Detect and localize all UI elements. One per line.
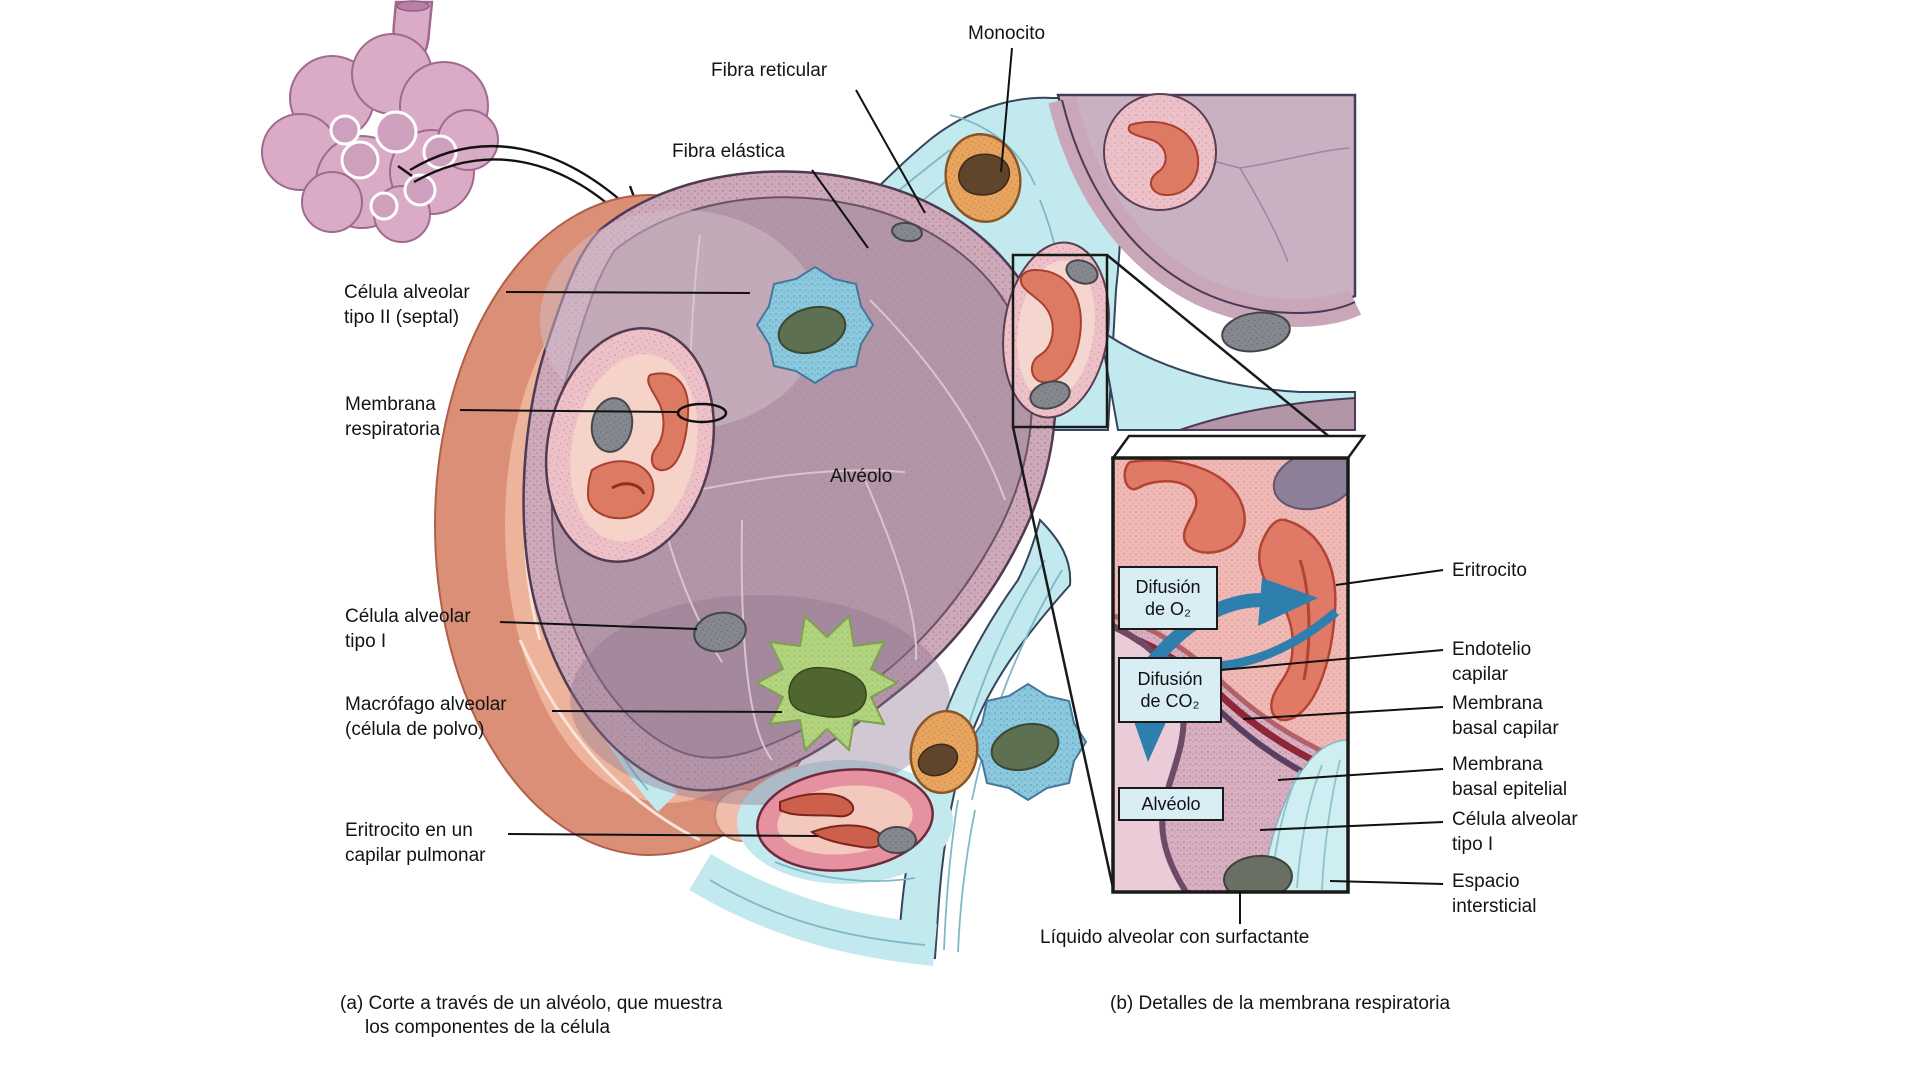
- label-membrana-respiratoria: Membrana respiratoria: [345, 394, 441, 440]
- inset-connector-lines: [1011, 254, 1349, 889]
- capillary-zoom-region: [1002, 241, 1110, 419]
- erythrocyte: [647, 372, 690, 472]
- label-endotelio-capilar: Endotelio capilar: [1452, 639, 1532, 685]
- erythrocyte: [779, 792, 855, 818]
- main-alveolus-illustration: [434, 93, 1362, 966]
- capillary-left: [544, 327, 716, 563]
- erythrocyte: [1123, 459, 1246, 554]
- endothelial-nucleus: [877, 826, 917, 854]
- type2-alveolar-cell: [756, 266, 874, 384]
- mini-capillary-top-right: [1103, 93, 1217, 211]
- type1-nucleus: [1221, 311, 1291, 353]
- label-fibra-reticular: Fibra reticular: [711, 60, 828, 81]
- label-alveolo: Alvéolo: [830, 466, 893, 487]
- caption-panel-a-line1: (a) Corte a través de un alvéolo, que mu…: [340, 993, 723, 1014]
- erythrocyte: [586, 460, 655, 520]
- label-fibra-elastica: Fibra elástica: [672, 141, 785, 162]
- cell-nucleus: [1272, 458, 1348, 511]
- label-celula-tipo1-inset: Célula alveolar tipo I: [1452, 809, 1578, 855]
- tagbox-difusion-co2: Difusión de CO₂: [1118, 657, 1222, 723]
- leader-lines: [459, 47, 1444, 924]
- type1-cell-nucleus: [891, 221, 923, 243]
- inset-box-border: [1111, 456, 1350, 894]
- label-membrana-basal-capilar: Membrana basal capilar: [1452, 693, 1559, 739]
- alveolar-sac-drawing: [261, 0, 499, 243]
- label-celula-tipo1: Célula alveolar tipo I: [345, 606, 471, 652]
- alveolar-macrophage-cell: [754, 613, 900, 753]
- tagbox-alveolo: Alvéolo: [1118, 787, 1224, 821]
- zoom-region-outline: [1011, 253, 1109, 429]
- erythrocyte: [1258, 518, 1337, 722]
- type2-alveolar-cell: [969, 683, 1087, 801]
- label-celula-tipo2: Célula alveolar tipo II (septal): [344, 282, 470, 328]
- label-eritrocito-capilar: Eritrocito en un capilar pulmonar: [345, 820, 486, 866]
- label-liquido-alveolar: Líquido alveolar con surfactante: [1040, 927, 1310, 948]
- label-monocito: Monocito: [968, 23, 1046, 44]
- respiratory-membrane-marker: [676, 402, 728, 424]
- inset-box-top-face: [1110, 434, 1367, 460]
- alveolus-crack-lines: [639, 234, 1006, 761]
- capillary-bottom: [756, 768, 934, 872]
- caption-panel-b: (b) Detalles de la membrana respiratoria: [1110, 993, 1451, 1014]
- label-membrana-basal-epitelial: Membrana basal epitelial: [1452, 754, 1568, 800]
- label-macrofago: Macrófago alveolar (célula de polvo): [345, 694, 507, 740]
- label-eritrocito: Eritrocito: [1452, 560, 1527, 581]
- cell-nucleus: [1223, 854, 1293, 892]
- type1-cell-nucleus: [693, 611, 747, 653]
- caption-panel-a-line2: los componentes de la célula: [365, 1017, 611, 1038]
- tagbox-difusion-o2: Difusión de O₂: [1118, 566, 1218, 630]
- monocyte-cell-lower: [909, 709, 979, 795]
- erythrocyte: [1019, 268, 1082, 384]
- label-espacio-intersticial: Espacio intersticial: [1452, 871, 1537, 917]
